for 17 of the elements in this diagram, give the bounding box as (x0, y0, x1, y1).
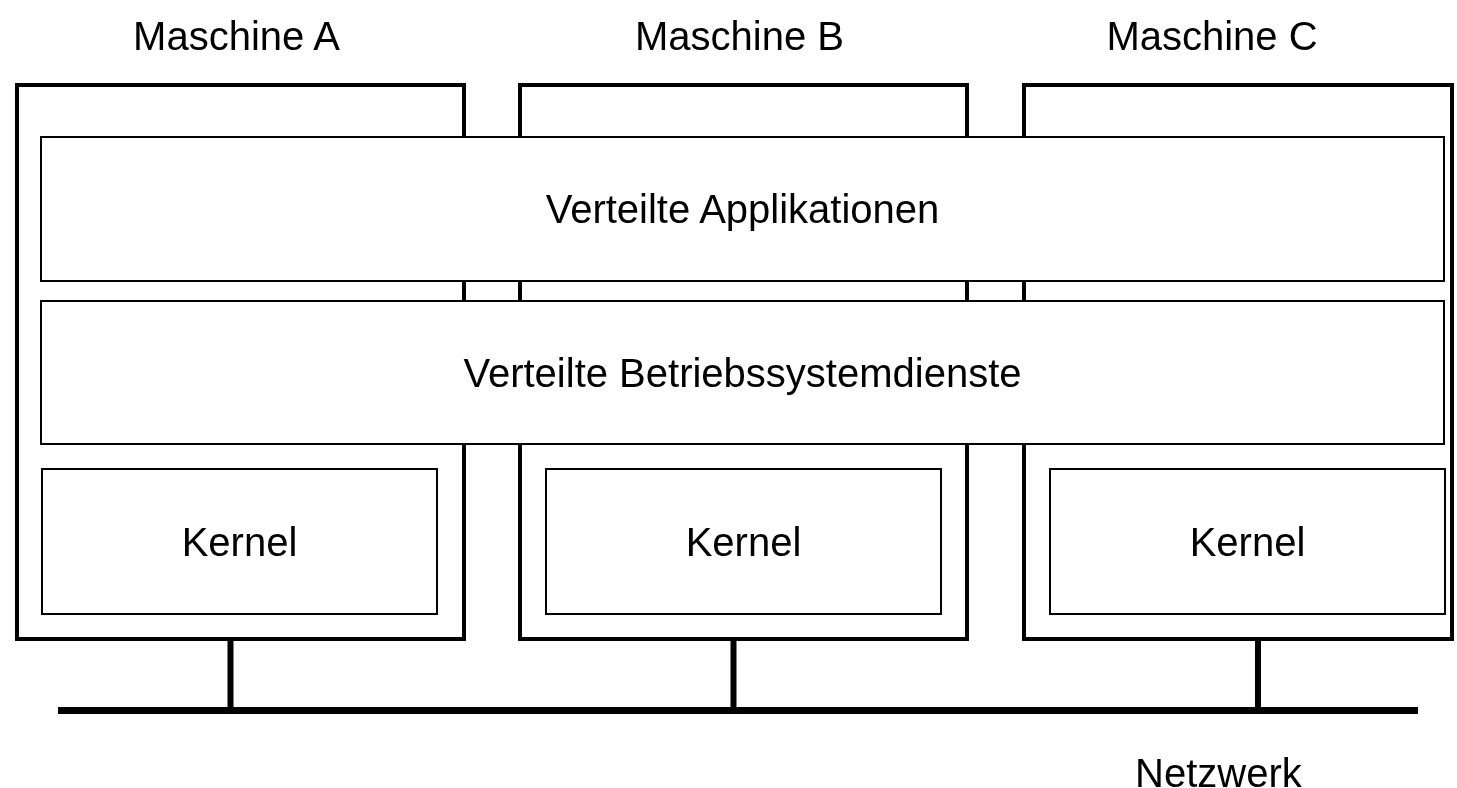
connector-line (730, 641, 737, 707)
kernel-label: Kernel (1189, 521, 1306, 562)
machine-title: Maschine C (1105, 16, 1319, 56)
machine-title: Maschine A (132, 16, 341, 56)
layer-band (40, 300, 1445, 445)
network-label: Netzwerk (1135, 753, 1302, 788)
machine-title: Maschine B (634, 16, 845, 56)
kernel-box (41, 468, 438, 615)
kernel-label: Kernel (685, 521, 802, 562)
connector-line (1255, 641, 1261, 707)
kernel-box (1049, 468, 1446, 615)
band-label: Verteilte Applikationen (545, 189, 940, 229)
kernel-label: Kernel (181, 521, 298, 562)
layer-band (40, 136, 1445, 282)
band-label: Verteilte Betriebssystemdienste (463, 352, 1022, 393)
connector-line (227, 641, 234, 707)
kernel-box (545, 468, 942, 615)
